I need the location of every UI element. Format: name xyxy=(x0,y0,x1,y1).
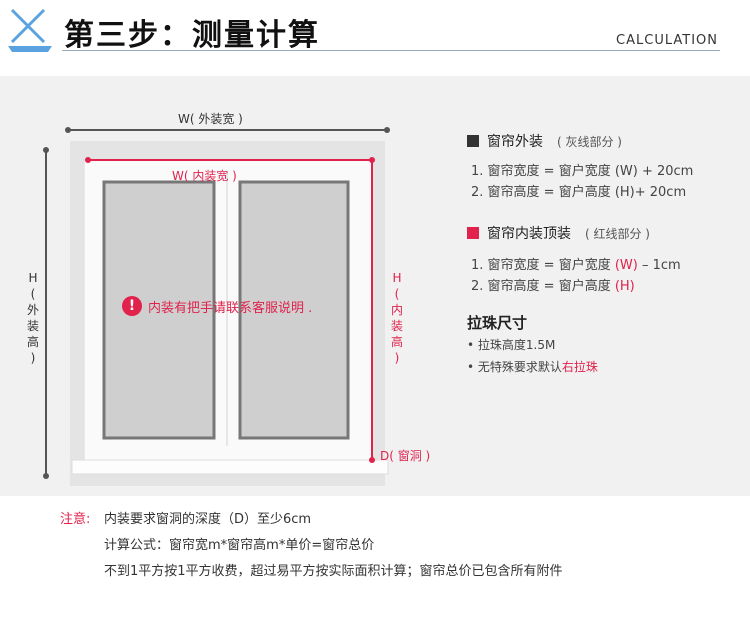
inner-line-1: 1. 窗帘宽度 = 窗户宽度 (W) – 1cm xyxy=(471,258,681,273)
outer-width-label: W( 外装宽 ) xyxy=(178,112,243,126)
bead-line-1: • 拉珠高度1.5M xyxy=(467,338,556,352)
info-panel: 窗帘外装( 灰线部分 ) 1. 窗帘宽度 = 窗户宽度 (W) + 20cm 2… xyxy=(467,130,737,380)
notes-line-3: 不到1平方按1平方收费，超过易平方按实际面积计算；窗帘总价已包含所有附件 xyxy=(104,564,563,579)
warning-icon: ! xyxy=(122,296,142,316)
notes: 注意: 内装要求窗洞的深度（D）至少6cm 计算公式：窗帘宽m*窗帘高m*单价=窗… xyxy=(60,508,563,586)
inner-install-heading: 窗帘内装顶装( 红线部分 ) xyxy=(467,222,737,244)
inner-height-label: H(内装高) xyxy=(390,271,403,365)
header: 第三步：测量计算 CALCULATION xyxy=(0,0,750,58)
outer-install-heading: 窗帘外装( 灰线部分 ) xyxy=(467,130,737,152)
page-title: 第三步：测量计算 xyxy=(64,18,320,53)
bead-line-2: • 无特殊要求默认右拉珠 xyxy=(467,360,598,374)
outer-line-2: 2. 窗帘高度 = 窗户高度 (H)+ 20cm xyxy=(471,185,687,200)
header-rule xyxy=(62,50,720,51)
ruler-pencil-icon xyxy=(8,8,52,52)
notes-line-2: 计算公式：窗帘宽m*窗帘高m*单价=窗帘总价 xyxy=(104,538,375,553)
bead-title: 拉珠尺寸 xyxy=(467,314,528,332)
square-bullet-icon xyxy=(467,227,479,239)
warning-text: 内装有把手请联系客服说明 . xyxy=(148,300,313,316)
window-sill xyxy=(71,459,389,475)
page-subtitle: CALCULATION xyxy=(616,33,718,48)
notes-line-1: 内装要求窗洞的深度（D）至少6cm xyxy=(104,512,312,527)
inner-line-2: 2. 窗帘高度 = 窗户高度 (H) xyxy=(471,279,635,294)
window-diagram xyxy=(43,127,390,486)
depth-label: D( 窗洞 ) xyxy=(380,449,431,463)
outer-height-label: H(外装高) xyxy=(26,271,39,365)
right-pane xyxy=(238,180,350,440)
outer-line-1: 1. 窗帘宽度 = 窗户宽度 (W) + 20cm xyxy=(471,164,694,179)
square-bullet-icon xyxy=(467,135,479,147)
inner-width-label: W( 内装宽 ) xyxy=(172,169,237,183)
notes-label: 注意: xyxy=(60,512,91,527)
handle-warning: ! 内装有把手请联系客服说明 . xyxy=(122,296,312,316)
